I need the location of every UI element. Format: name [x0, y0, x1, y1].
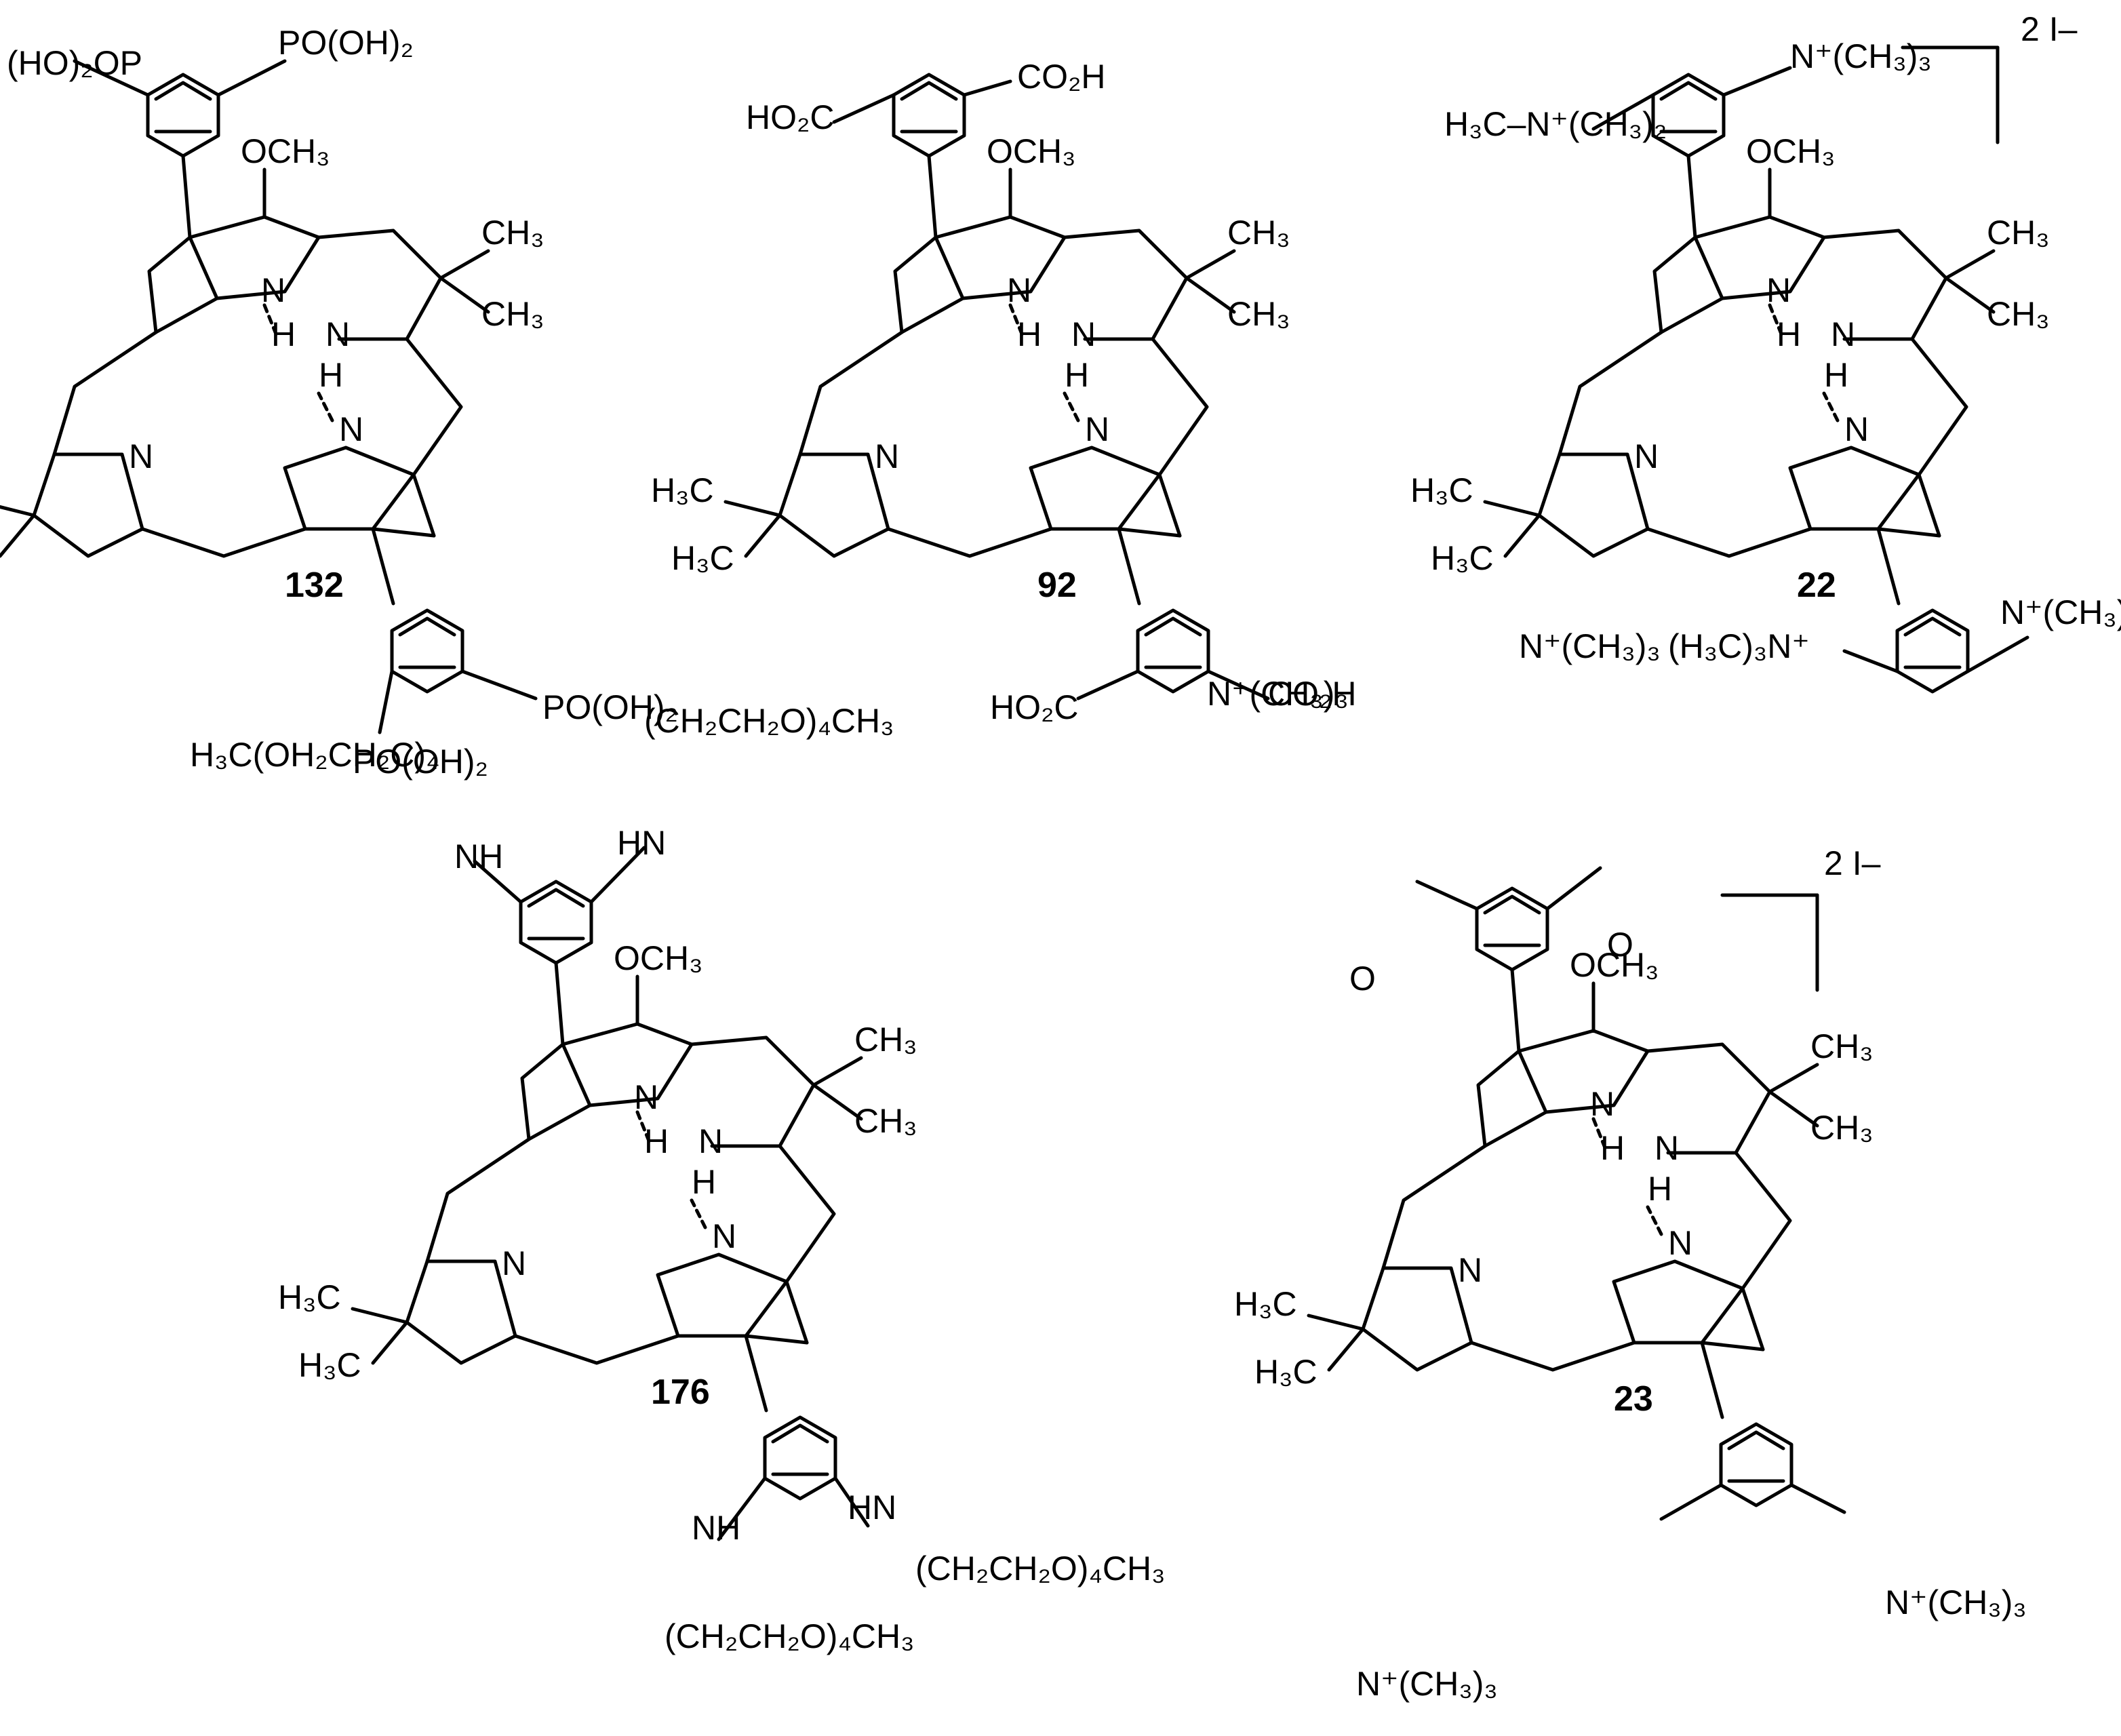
substituent-bottom-left: (CH₂CH₂O)₄CH₃ [665, 1617, 914, 1655]
methyl-label-left: H₃C [298, 1346, 361, 1384]
substituent-bottom-left: PO(OH)₂ [353, 743, 488, 781]
imine-n-label: N [1634, 437, 1659, 475]
methyl-label-left: H₃C [1234, 1285, 1297, 1323]
oxygen-label: O [1607, 926, 1633, 964]
pyrrole-nh-label: N [1668, 1224, 1692, 1262]
methyl-label-left: H₃C [651, 471, 714, 509]
compound-number: 176 [651, 1373, 710, 1412]
methyl-label-left: H₃C [1431, 539, 1494, 577]
methoxy-label: OCH₃ [1746, 132, 1835, 170]
compound-132: (HO)₂OP PO(OH)₂ PO(OH)₂ PO(OH)₂ OCH₃ CH₃… [0, 24, 678, 781]
compound-number: 132 [285, 566, 344, 605]
pyrrole-nh-label: N [1590, 1085, 1614, 1123]
compound-number: 92 [1037, 566, 1077, 605]
methyl-label: CH₃ [1987, 295, 2050, 333]
substituent-bottom-right: N⁺(CH₃)₃ [1885, 1583, 2027, 1621]
methyl-label: CH₃ [481, 295, 544, 333]
imine-n-label: N [325, 315, 350, 353]
methoxy-label: OCH₃ [987, 132, 1075, 170]
methyl-label: CH₃ [481, 214, 544, 252]
amide-nh-label: NH [692, 1509, 740, 1547]
pyrrole-nh-label: N [1766, 271, 1791, 309]
imine-n-label: N [1831, 315, 1855, 353]
methyl-label: CH₃ [1227, 295, 1290, 333]
hydrogen-label: H [271, 315, 296, 353]
pyrrole-nh-label: N [1085, 410, 1109, 448]
amide-nh-label: NH [454, 837, 503, 875]
methyl-label: CH₃ [1987, 214, 2050, 252]
methoxy-label: OCH₃ [241, 132, 330, 170]
imine-n-label: N [1654, 1129, 1679, 1167]
substituent-top-right: (CH₂CH₂O)₄CH₃ [644, 702, 894, 740]
imine-n-label: N [1458, 1251, 1482, 1289]
imine-n-label: N [1071, 315, 1096, 353]
compound-176: NH HN H₃C(OH₂CH₂C)₄ (CH₂CH₂O)₄CH₃ NH HN … [190, 702, 1165, 1655]
compound-23: O O N⁺(CH₃)₃ N⁺(CH₃)₃ N⁺(CH₃)₃ N⁺(CH₃)₃ … [1207, 627, 2027, 1703]
methyl-label-left: H₃C [278, 1278, 341, 1316]
compound-22: H₃C–N⁺(CH₃)₂ N⁺(CH₃)₃ (H₃C)₃N⁺ N⁺(CH₃)₃ … [1410, 10, 2121, 692]
methoxy-label: OCH₃ [1570, 946, 1659, 984]
substituent-top-right: PO(OH)₂ [278, 24, 414, 62]
methyl-label: CH₃ [1810, 1027, 1874, 1065]
substituent-top-right: N⁺(CH₃)₃ [1790, 37, 1932, 75]
substituent-top-left: HO₂C [746, 98, 835, 136]
hydrogen-label: H [692, 1163, 716, 1201]
substituent-bottom-right: N⁺(CH₃)₃ [2000, 593, 2121, 631]
counterion-label: 2 I– [2021, 10, 2078, 48]
imine-n-label: N [129, 437, 153, 475]
hydrogen-label: H [1824, 356, 1848, 394]
substituent-bottom-right: (CH₂CH₂O)₄CH₃ [915, 1550, 1165, 1587]
methyl-label-left: H₃C [671, 539, 734, 577]
hydrogen-label: H [1017, 315, 1042, 353]
substituent-top-right: N⁺(CH₃)₃ [1519, 627, 1661, 665]
pyrrole-nh-label: N [634, 1078, 658, 1116]
compound-92: HO₂C CO₂H HO₂C CO₂H OCH₃ CH₃ CH₃ H₃C H₃C… [651, 58, 1357, 726]
pyrrole-nh-label: N [1007, 271, 1031, 309]
amide-hn-label: HN [617, 824, 666, 862]
substituent-bottom-left: HO₂C [990, 688, 1079, 726]
amide-hn-label: HN [848, 1488, 896, 1526]
substituent-bottom-left: N⁺(CH₃)₃ [1356, 1665, 1498, 1703]
counterion-label: 2 I– [1824, 844, 1881, 882]
compound-number: 22 [1797, 566, 1836, 605]
compound-number: 23 [1614, 1379, 1653, 1419]
imine-n-label: N [875, 437, 899, 475]
substituent-top-left: N⁺(CH₃)₃ [1207, 675, 1349, 713]
pyrrole-nh-label: N [261, 271, 285, 309]
pyrrole-nh-label: N [712, 1217, 736, 1255]
methyl-label: CH₃ [1810, 1109, 1874, 1147]
substituent-bottom-right: PO(OH)₂ [542, 688, 678, 726]
pyrrole-nh-label: N [1844, 410, 1869, 448]
substituent-top-left: (HO)₂OP [7, 44, 142, 82]
substituent-bottom-left: (H₃C)₃N⁺ [1668, 627, 1810, 665]
methoxy-label: OCH₃ [614, 939, 702, 977]
imine-n-label: N [698, 1122, 723, 1160]
methyl-label: CH₃ [854, 1021, 917, 1059]
hydrogen-label: H [644, 1122, 669, 1160]
pyrrole-nh-label: N [339, 410, 363, 448]
hydrogen-label: H [1648, 1170, 1672, 1208]
substituent-top-left: H₃C–N⁺(CH₃)₂ [1444, 105, 1667, 143]
hydrogen-label: H [1065, 356, 1089, 394]
hydrogen-label: H [319, 356, 343, 394]
imine-n-label: N [502, 1244, 526, 1282]
substituent-top-left: H₃C(OH₂CH₂C)₄ [190, 736, 439, 774]
methyl-label: CH₃ [854, 1102, 917, 1140]
hydrogen-label: H [1600, 1129, 1625, 1167]
oxygen-label: O [1349, 960, 1376, 998]
methyl-label-left: H₃C [1410, 471, 1473, 509]
substituent-top-right: CO₂H [1017, 58, 1106, 96]
hydrogen-label: H [1777, 315, 1801, 353]
substituent-bottom-right: CO₂H [1268, 675, 1357, 713]
methyl-label-left: H₃C [1254, 1353, 1317, 1391]
methyl-label: CH₃ [1227, 214, 1290, 252]
